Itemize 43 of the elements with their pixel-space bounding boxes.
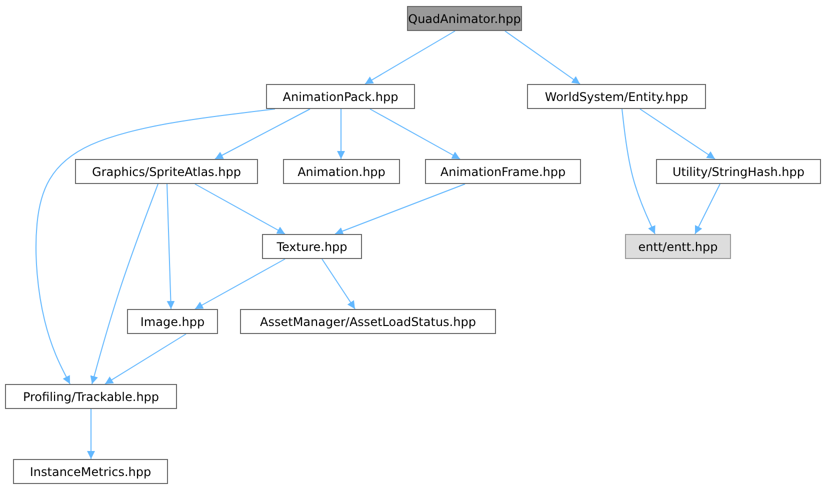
arrow [104,334,186,384]
file-name: Profiling/Trackable.hpp [22,390,160,404]
file-box [656,159,821,184]
file-box [262,234,362,259]
file-box [283,159,400,184]
file-box [266,84,415,109]
arrow [36,108,276,384]
arrow [622,108,656,234]
file-name: AnimationFrame.hpp [440,164,566,178]
file-name: Texture.hpp [276,240,348,254]
file-box [407,6,522,31]
file-box [240,309,496,334]
arrow [87,408,95,460]
arrow [90,184,158,384]
arrow [322,258,356,310]
file-name: entt/entt.hpp [638,240,718,254]
file-box [13,459,168,484]
arrow [504,30,580,84]
file-name: WorldSystem/Entity.hpp [544,90,688,104]
file-name: Graphics/SpriteAtlas.hpp [92,164,241,178]
file-name: Image.hpp [140,314,205,328]
file-box [625,234,731,259]
arrow [166,184,175,310]
file-box [527,84,706,109]
file-name: InstanceMetrics.hpp [30,464,152,478]
file-name: AnimationPack.hpp [282,90,398,104]
arrow [370,108,460,160]
arrow [194,258,286,310]
arrow [214,108,310,160]
file-name: Animation.hpp [298,164,386,178]
arrow [334,184,466,235]
file-box [75,159,258,184]
file-name: AssetManager/AssetLoadStatus.hpp [260,314,476,328]
arrow [364,30,456,84]
file-box [5,384,177,409]
file-name: Utility/StringHash.hpp [672,164,805,178]
arrow [694,184,720,234]
file-name: QuadAnimator.hpp [408,12,521,26]
arrow [337,108,345,160]
file-box [127,309,218,334]
file-box [425,159,581,184]
arrow [640,108,716,160]
arrow [194,184,286,234]
